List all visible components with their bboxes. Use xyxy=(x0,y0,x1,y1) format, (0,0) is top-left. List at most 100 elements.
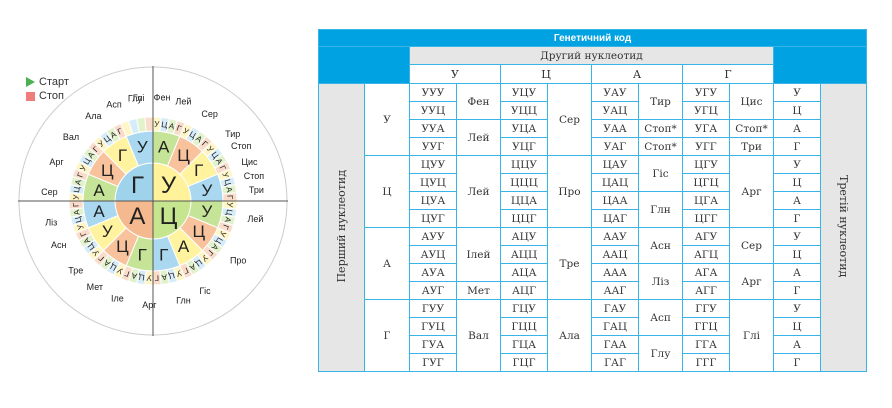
amino-acid-cell: Про xyxy=(547,155,592,228)
third-nucleotide-cell: Ц xyxy=(773,317,821,336)
outer-letter: А xyxy=(72,208,82,215)
amino-label: Лей xyxy=(175,97,191,107)
outer-letter: Ц xyxy=(86,242,97,252)
outer-letter: Г xyxy=(218,164,228,172)
outer-letter: А xyxy=(224,186,234,193)
third-nucleotide-cell: У xyxy=(773,299,821,318)
amino-acid-cell: Гіс xyxy=(638,155,683,192)
codon-cell: ГАГ xyxy=(591,353,639,372)
codon-cell: ГЦУ xyxy=(500,299,548,318)
codon-cell: УГУ xyxy=(682,83,730,102)
middle-letter: У xyxy=(202,181,213,200)
codon-cell: АУУ xyxy=(409,227,457,246)
amino-acid-cell: Ліз xyxy=(638,263,683,300)
amino-acid-cell: Стоп* xyxy=(729,119,774,138)
outer-letter: Г xyxy=(78,229,88,237)
codon-cell: АГА xyxy=(682,263,730,282)
middle-letter: Ц xyxy=(177,146,190,165)
codon-cell: ЦАУ xyxy=(591,155,639,174)
amino-acid-cell: Глн xyxy=(638,191,683,228)
amino-acid-cell: Сер xyxy=(547,83,592,156)
amino-acid-cell: Арг xyxy=(729,263,774,300)
outer-letter: Г xyxy=(200,139,210,149)
third-nucleotide-cell: У xyxy=(773,83,821,102)
outer-letter: Г xyxy=(123,268,131,278)
first-nucleotide-1: Ц xyxy=(364,155,410,228)
codon-cell: АГГ xyxy=(682,281,730,300)
outer-letter: Ц xyxy=(223,178,233,186)
amino-acid-cell: Арг xyxy=(729,155,774,228)
codon-cell: УУА xyxy=(409,119,457,138)
outer-letter: А xyxy=(130,271,138,281)
amino-label: Стоп xyxy=(231,141,252,151)
amino-label: Арг xyxy=(49,157,64,167)
codon-cell: ЦУГ xyxy=(409,209,457,228)
outer-letter: У xyxy=(182,126,191,137)
codon-cell: ЦЦУ xyxy=(500,155,548,174)
amino-acid-cell: Сер xyxy=(729,227,774,264)
third-nucleotide-cell: А xyxy=(773,335,821,354)
outer-letter: А xyxy=(73,178,83,186)
start-triangle-icon xyxy=(26,77,35,87)
outer-letter: А xyxy=(81,235,92,245)
codon-cell: АЦГ xyxy=(500,281,548,300)
outer-letter: У xyxy=(220,171,230,180)
codon-cell: ЦЦГ xyxy=(500,209,548,228)
first-nucleotide-text: Перший нуклеотид xyxy=(335,169,348,283)
amino-label: Вал xyxy=(63,132,79,142)
third-nucleotide-cell: Ц xyxy=(773,245,821,264)
codon-cell: АГУ xyxy=(682,227,730,246)
amino-label: Сер xyxy=(41,187,58,197)
column-header-1: Ц xyxy=(500,64,592,84)
column-header-2: А xyxy=(591,64,683,84)
first-nucleotide-label: Перший нуклеотид xyxy=(318,83,365,372)
middle-letter: Г xyxy=(138,245,147,264)
middle-letter: А xyxy=(93,181,105,200)
middle-letter: Ц xyxy=(192,222,205,241)
amino-label: Ала xyxy=(85,111,101,121)
codon-cell: ГЦГ xyxy=(500,353,548,372)
codon-cell: ЦЦА xyxy=(500,191,548,210)
amino-label: Асп xyxy=(106,100,122,110)
amino-label: Стоп xyxy=(244,171,265,181)
codon-cell: ГАУ xyxy=(591,299,639,318)
outer-letter: Г xyxy=(205,248,215,258)
codon-cell: ЦУЦ xyxy=(409,173,457,192)
middle-letter: Г xyxy=(194,161,203,180)
middle-letter: Ц xyxy=(101,161,114,180)
first-nucleotide-3: Г xyxy=(364,299,410,372)
outer-letter: Г xyxy=(181,266,189,276)
title-row: Генетичний код xyxy=(317,29,868,47)
third-nucleotide-text: Третій нуклеотид xyxy=(837,174,851,278)
column-header-3: Г xyxy=(682,64,774,84)
codon-cell: УЦГ xyxy=(500,137,548,156)
amino-label: Лей xyxy=(247,214,263,224)
third-nucleotide-cell: У xyxy=(773,227,821,246)
outer-letter: У xyxy=(75,222,85,231)
outer-letter: А xyxy=(223,216,233,224)
outer-letter: Г xyxy=(116,126,124,136)
outer-letter: А xyxy=(214,157,225,167)
codon-cell: ЦЦЦ xyxy=(500,173,548,192)
codon-cell: ЦАА xyxy=(591,191,639,210)
codon-cell: ЦГА xyxy=(682,191,730,210)
amino-acid-cell: Ала xyxy=(547,299,592,372)
outer-letter: Ц xyxy=(194,257,204,268)
outer-letter: Ц xyxy=(72,186,82,193)
third-nucleotide-cell: А xyxy=(773,119,821,138)
amino-label: Арг xyxy=(142,300,157,310)
outer-letter: Г xyxy=(91,144,101,154)
codon-cell: ААГ xyxy=(591,281,639,300)
codon-cell: ГУА xyxy=(409,335,457,354)
outer-letter: У xyxy=(205,144,216,154)
codon-cell: ЦГЦ xyxy=(682,173,730,192)
amino-acid-cell: Лей xyxy=(456,119,501,156)
outer-letter: Ц xyxy=(102,134,112,145)
codon-cell: ГАЦ xyxy=(591,317,639,336)
